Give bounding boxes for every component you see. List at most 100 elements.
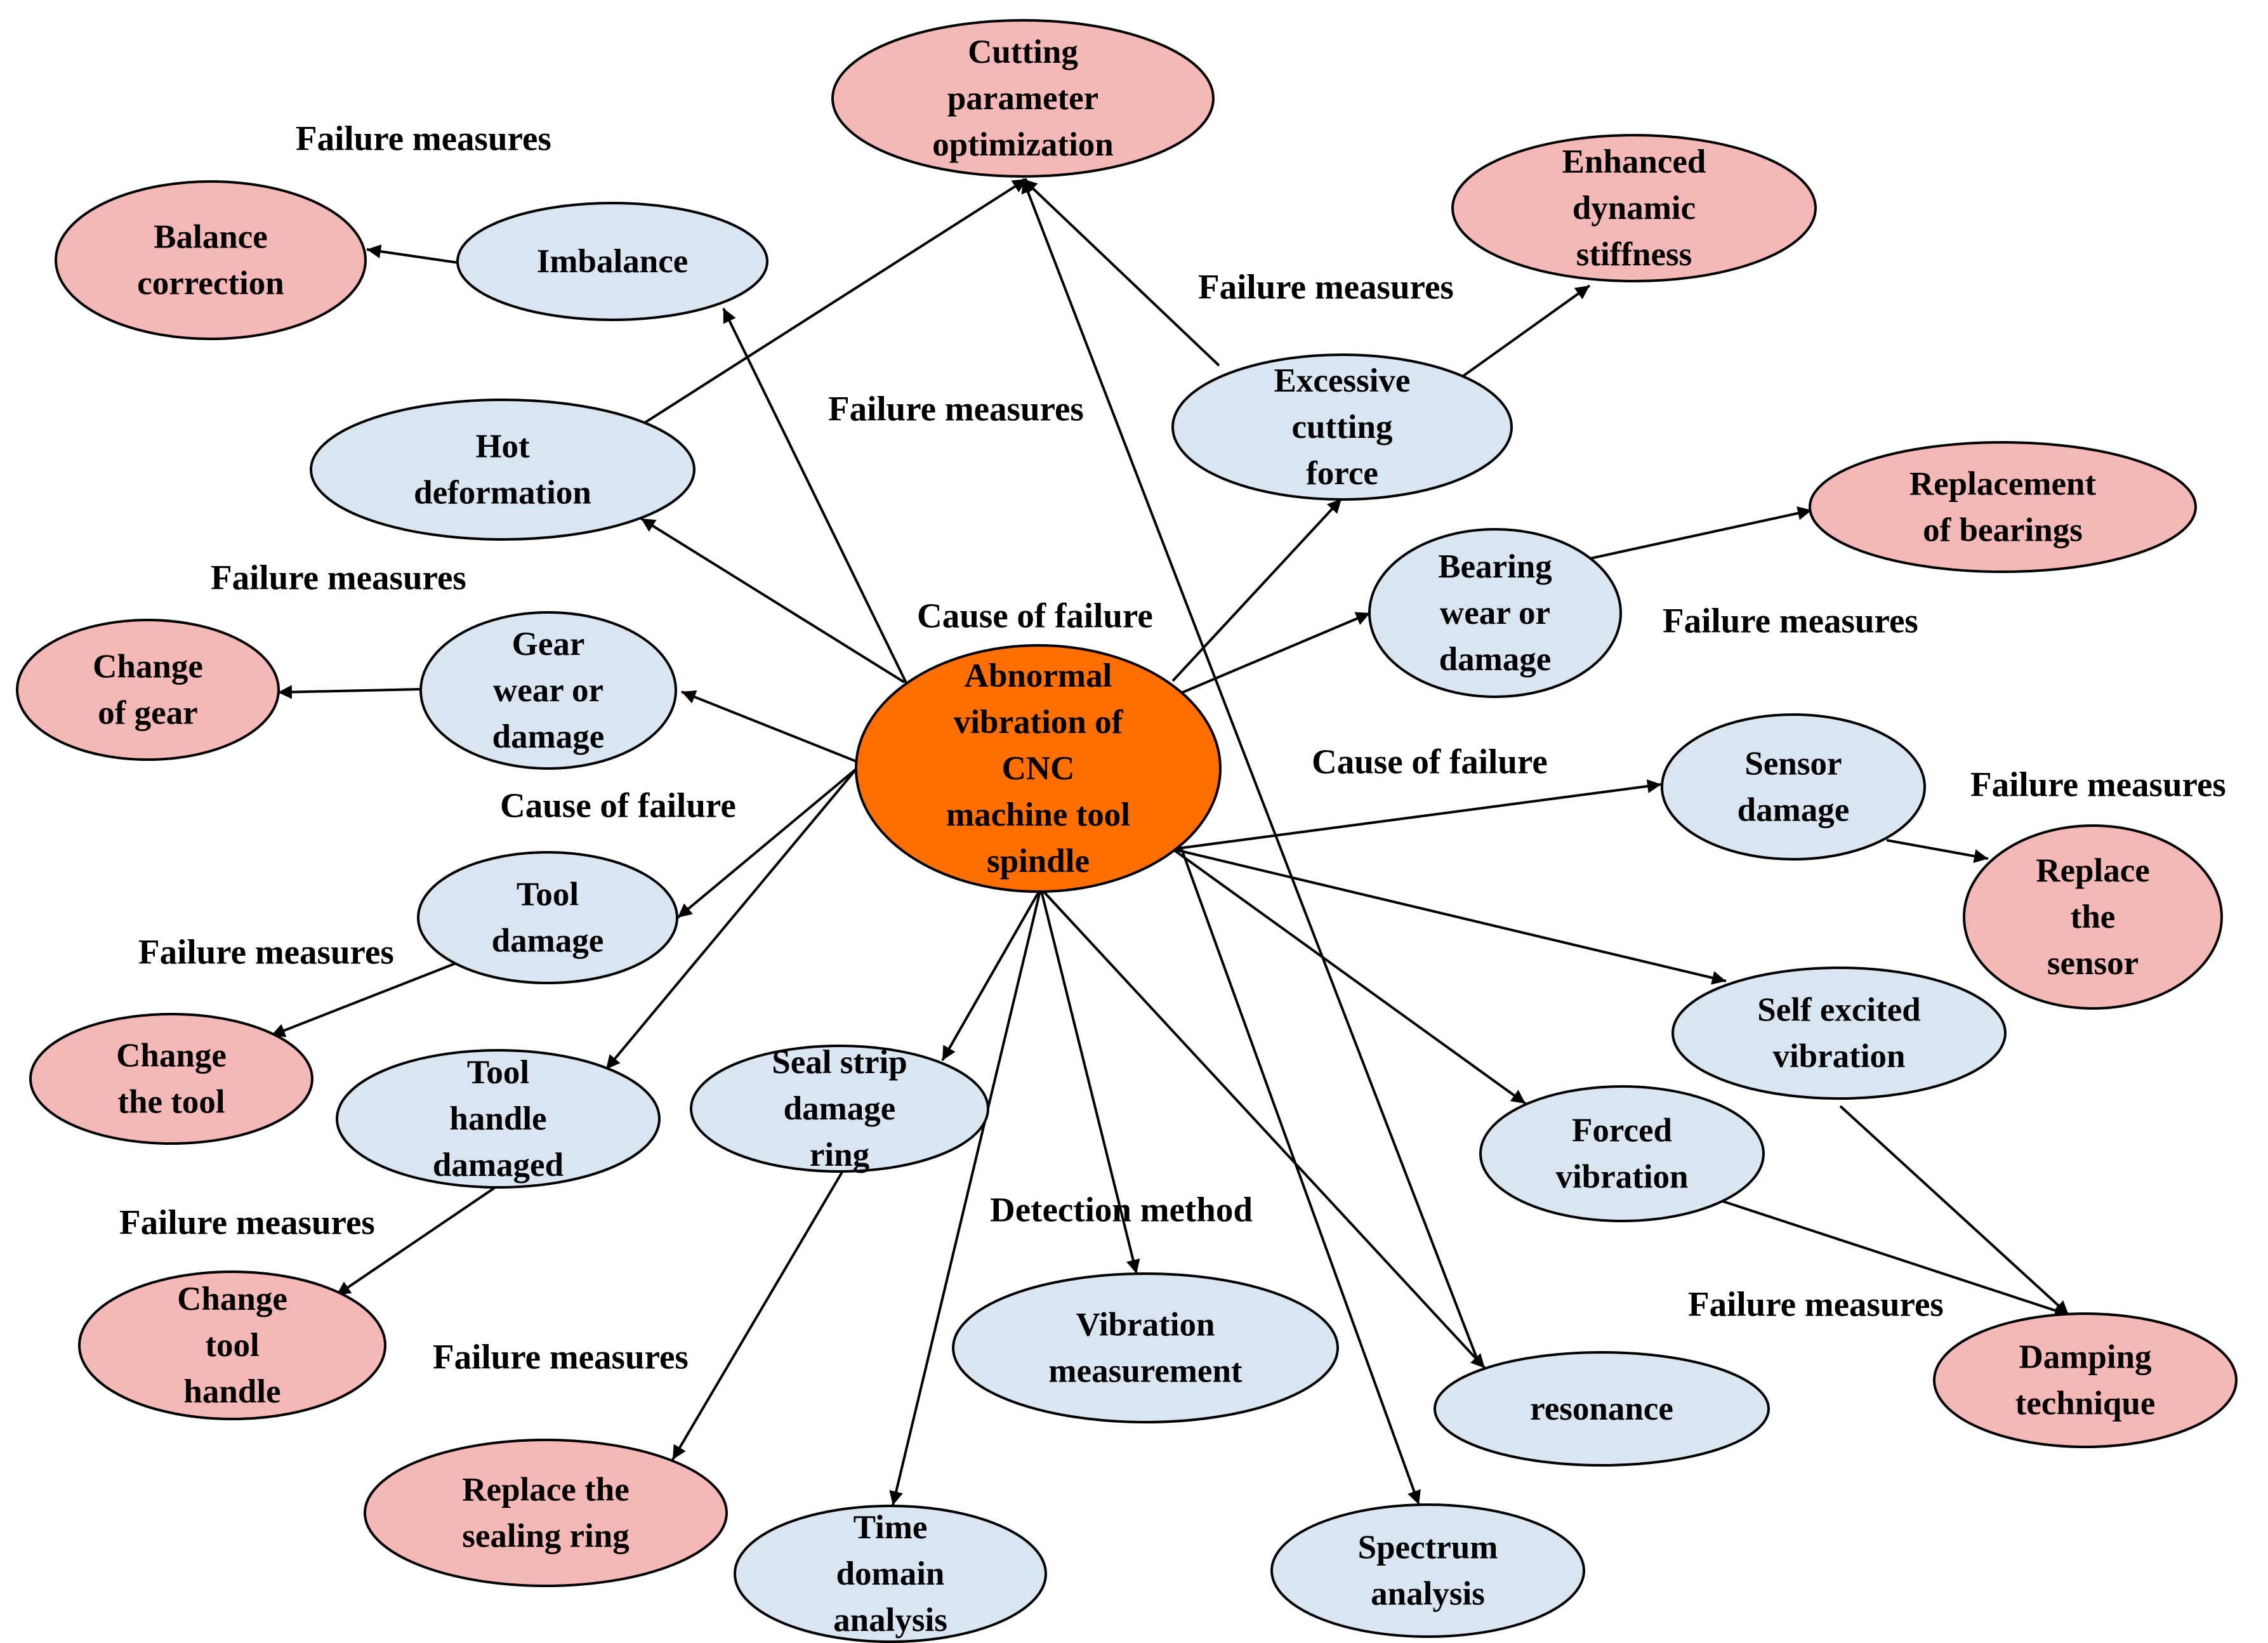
edge-arrow-5: [1022, 178, 1220, 367]
node-label-cutting-param-line-3: optimization: [932, 126, 1114, 163]
node-sensor-damage: Sensor damage: [1661, 713, 1926, 861]
node-label-gear-wear-line-3: damage: [492, 718, 605, 755]
edge-arrow-2: [722, 308, 908, 685]
node-shape-spectrum: [1270, 1503, 1585, 1638]
edge-arrow-16: [270, 962, 456, 1038]
edge-arrow-13: [1172, 779, 1662, 850]
node-shape-damping: [1933, 1312, 2238, 1448]
node-label-enhanced-stiffness-line-3: stiffness: [1576, 236, 1692, 273]
node-shape-time-domain: [734, 1505, 1047, 1643]
edge-label-fm-tool: Failure measures: [138, 933, 394, 972]
node-shape-balance-correction: [55, 180, 367, 340]
node-shape-forced-vibration: [1479, 1085, 1765, 1222]
node-label-excessive-force-line-3: force: [1306, 455, 1378, 492]
edge-label-cause-right: Cause of failure: [1312, 742, 1548, 781]
node-label-spectrum-line-1: Spectrum: [1358, 1529, 1498, 1566]
node-label-replace-sensor-line-3: sensor: [2047, 945, 2139, 982]
node-damping: Damping technique: [1933, 1312, 2238, 1448]
node-label-damping-line-2: technique: [2015, 1385, 2156, 1422]
node-label-sensor-damage-line-1: Sensor: [1744, 746, 1842, 782]
edge-arrow-18: [335, 1185, 498, 1297]
edge-arrow-3: [640, 517, 906, 683]
edge-label-fm-seal: Failure measures: [433, 1338, 689, 1376]
node-label-excessive-force-line-2: cutting: [1292, 409, 1393, 445]
node-label-replace-sensor-line-1: Replace: [2036, 852, 2150, 889]
node-label-change-tool-handle-line-2: tool: [205, 1327, 259, 1364]
node-label-tool-damage-line-1: Tool: [517, 876, 579, 913]
node-shape-bearing-wear: [1368, 528, 1622, 698]
node-label-forced-vibration-line-2: vibration: [1555, 1159, 1688, 1196]
edge-arrow-21: [889, 888, 1042, 1506]
node-label-bearing-wear-line-1: Bearing: [1438, 548, 1552, 585]
edge-label-detection: Detection method: [990, 1191, 1253, 1229]
node-label-forced-vibration-line-1: Forced: [1572, 1112, 1672, 1149]
edge-arrow-1: [366, 244, 459, 264]
edge-label-fm-top-left: Failure measures: [296, 119, 551, 158]
edge-label-fm-tool-handle: Failure measures: [119, 1203, 375, 1242]
node-label-sensor-damage-line-2: damage: [1737, 792, 1850, 829]
node-label-hot-deformation-line-1: Hot: [475, 428, 530, 465]
node-shape-sensor-damage: [1661, 713, 1926, 861]
node-label-cutting-param-line-2: parameter: [947, 80, 1098, 117]
node-label-seal-strip-line-1: Seal strip: [772, 1044, 907, 1081]
node-label-center-line-5: spindle: [987, 843, 1090, 880]
node-label-damping-line-1: Damping: [2019, 1339, 2151, 1376]
node-shape-gear-wear: [419, 611, 677, 770]
node-label-resonance-line-1: resonance: [1530, 1390, 1673, 1427]
node-label-bearing-wear-line-2: wear or: [1440, 595, 1550, 631]
node-label-replace-sealing-ring-line-1: Replace the: [462, 1472, 629, 1508]
node-bearing-wear: Bearing wear or damage: [1368, 528, 1622, 698]
node-shape-tool-handle: [336, 1049, 661, 1189]
edge-arrow-15: [676, 767, 858, 919]
node-label-tool-handle-line-1: Tool: [467, 1054, 529, 1091]
node-label-cutting-param-line-1: Cutting: [968, 34, 1078, 70]
edge-arrow-17: [605, 767, 858, 1071]
node-label-gear-wear-line-2: wear or: [493, 672, 603, 709]
edge-arrow-22: [1039, 888, 1140, 1274]
node-change-gear: Change of gear: [16, 619, 280, 761]
node-shape-change-tool-handle: [78, 1270, 386, 1420]
node-shape-replacement-bearings: [1809, 441, 2197, 573]
node-label-excessive-force-line-1: Excessive: [1274, 362, 1411, 399]
node-shape-vibration-measurement: [952, 1272, 1339, 1423]
node-label-change-tool-handle-line-3: handle: [183, 1373, 280, 1410]
edge-label-fm-right-upper: Failure measures: [1198, 268, 1454, 307]
node-label-seal-strip-line-2: damage: [784, 1090, 896, 1127]
node-label-tool-handle-line-3: damaged: [433, 1147, 564, 1184]
node-label-spectrum-line-2: analysis: [1371, 1576, 1485, 1613]
node-label-self-excited-line-1: Self excited: [1757, 992, 1921, 1029]
edge-arrow-14: [1886, 839, 1989, 863]
node-forced-vibration: Forced vibration: [1479, 1085, 1765, 1222]
node-label-change-gear-line-1: Change: [93, 649, 203, 685]
edge-arrow-28: [1722, 1200, 2069, 1317]
node-label-change-gear-line-2: of gear: [98, 695, 197, 732]
node-label-center-line-4: machine tool: [946, 796, 1130, 833]
node-shape-imbalance: [456, 202, 768, 321]
edge-arrow-8: [1590, 506, 1812, 560]
node-shape-change-gear: [16, 619, 280, 761]
edge-label-fm-center-upper: Failure measures: [828, 390, 1084, 428]
node-shape-tool-damage: [417, 851, 678, 984]
node-shape-replace-sensor: [1963, 824, 2223, 1010]
node-label-vibration-measurement-line-1: Vibration: [1076, 1307, 1215, 1343]
node-label-balance-correction-line-2: correction: [137, 265, 284, 302]
edge-label-fm-sensor: Failure measures: [1970, 765, 2226, 804]
node-label-time-domain-line-1: Time: [854, 1509, 928, 1546]
node-label-bearing-wear-line-3: damage: [1439, 641, 1552, 678]
node-label-enhanced-stiffness-line-1: Enhanced: [1562, 143, 1706, 180]
node-label-center-line-3: CNC: [1002, 750, 1075, 787]
